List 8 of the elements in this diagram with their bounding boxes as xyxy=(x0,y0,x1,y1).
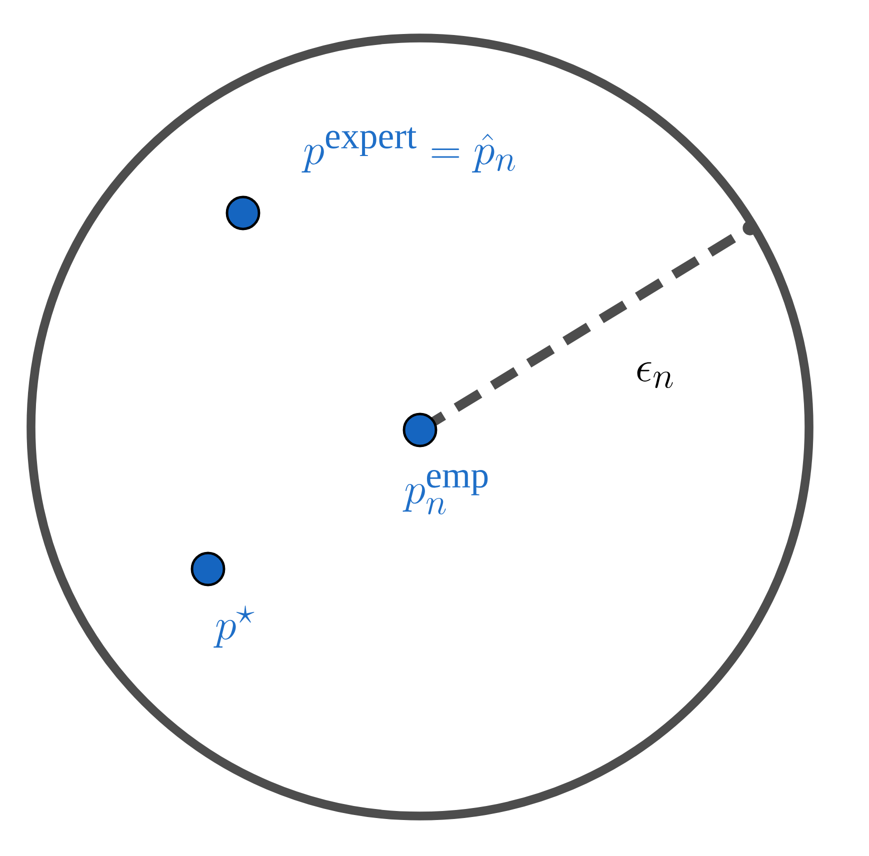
ball-circle xyxy=(26,34,814,820)
point-marker xyxy=(402,412,438,448)
point-marker xyxy=(226,196,260,230)
point-label: $p_n^{\mathrm{emp}}$ xyxy=(402,470,488,514)
point-marker xyxy=(190,552,226,586)
radius-label: $\epsilon_n$ xyxy=(637,362,673,388)
point-label: $p^{\mathrm{expert}} = \hat{p}_n$ xyxy=(302,127,516,173)
point-label: $p^{\star}$ xyxy=(214,606,254,648)
